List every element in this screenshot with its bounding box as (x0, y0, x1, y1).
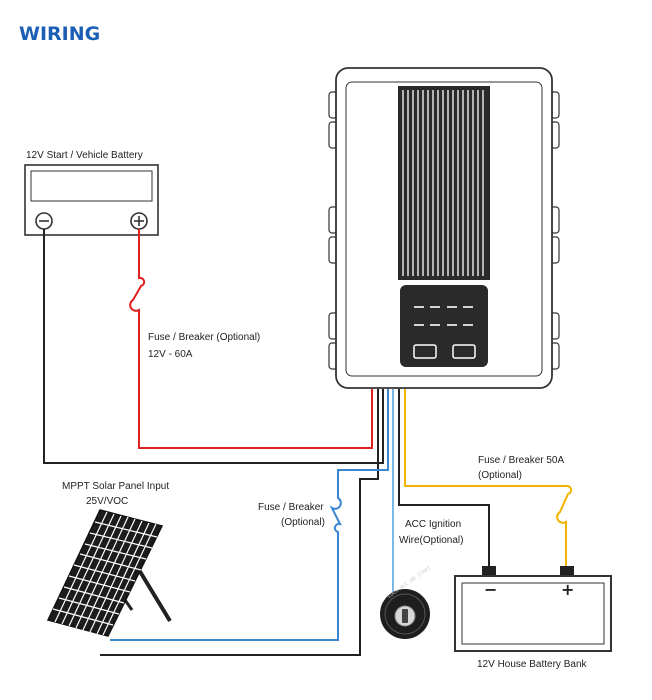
start-battery-icon (24, 164, 159, 236)
house-battery-positive-symbol: + (561, 580, 574, 599)
solar-negative-wire (100, 389, 379, 656)
start-battery-positive-wire (129, 229, 373, 449)
ignition-switch-icon: LOCK ACC ON START (380, 565, 432, 639)
fuse2-label-line1: Fuse / Breaker (258, 502, 324, 513)
acc-label-line1: ACC Ignition (405, 519, 461, 530)
solar-label-line1: MPPT Solar Panel Input (62, 481, 169, 492)
charger-icon (328, 67, 560, 389)
page-title: WIRING (19, 23, 100, 45)
solar-panel-icon (46, 509, 172, 637)
house-battery-icon (454, 566, 612, 652)
house-battery-positive-wire (404, 389, 573, 572)
house-battery-negative-symbol: − (484, 580, 497, 599)
solar-label-line2: 25V/VOC (86, 496, 128, 507)
fuse1-label-line1: Fuse / Breaker (Optional) (148, 332, 260, 343)
fuse3-label-line2: (Optional) (478, 470, 522, 481)
start-battery-negative-wire (43, 229, 384, 464)
house-battery-label: 12V House Battery Bank (477, 659, 588, 670)
solar-positive-wire (110, 389, 389, 641)
house-battery-negative-wire (398, 389, 490, 572)
fuse3-label-line1: Fuse / Breaker 50A (478, 455, 564, 466)
acc-label-line2: Wire(Optional) (399, 535, 463, 546)
start-battery-label: 12V Start / Vehicle Battery (26, 150, 143, 161)
fuse2-label-line2: (Optional) (281, 517, 325, 528)
fuse1-label-line2: 12V - 60A (148, 349, 193, 360)
